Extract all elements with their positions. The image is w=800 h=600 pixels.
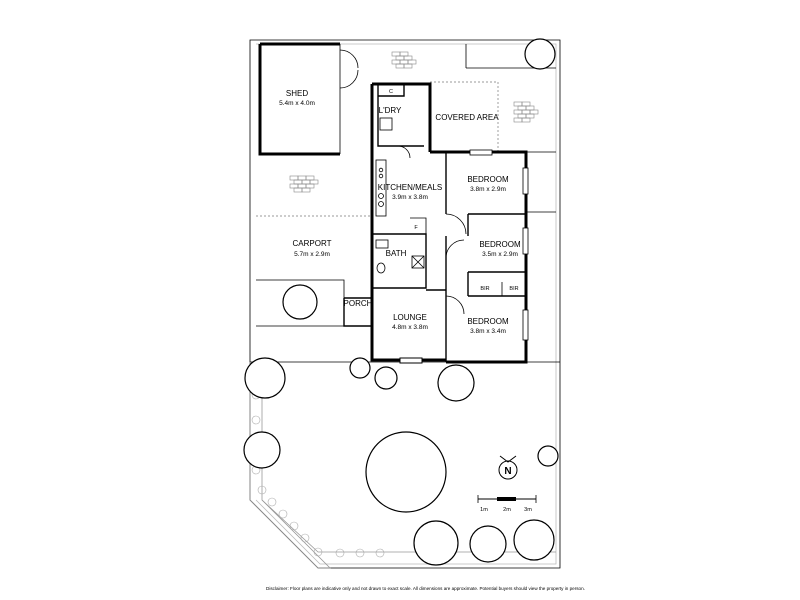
room-name-bedroom-1: BEDROOM xyxy=(467,175,509,184)
scale-bar: 1m 2m 3m xyxy=(477,495,537,513)
paving-symbols xyxy=(289,51,539,193)
scale-label-3: 3m xyxy=(524,507,532,513)
scale-label-2: 2m xyxy=(503,507,511,513)
tree xyxy=(243,431,281,469)
room-name-shed: SHED xyxy=(286,89,308,98)
room-dims-bedroom-3: 3.8m x 3.4m xyxy=(470,328,506,335)
room-name-bath: BATH xyxy=(386,249,407,258)
cupboard-label: C xyxy=(389,89,393,95)
tree xyxy=(349,357,371,379)
tree xyxy=(282,284,318,320)
room-dims-shed: 5.4m x 4.0m xyxy=(279,100,315,107)
fridge-label: F xyxy=(414,225,418,231)
room-dims-kitchen: 3.9m x 3.8m xyxy=(392,194,428,201)
trees xyxy=(243,38,559,566)
bir-label-right: BIR xyxy=(509,286,518,292)
tree xyxy=(413,520,459,566)
carport-lower xyxy=(256,279,345,327)
north-compass: N xyxy=(498,455,518,480)
room-name-laundry: L'DRY xyxy=(379,106,402,115)
tree xyxy=(244,357,286,399)
compass-letter: N xyxy=(504,466,511,477)
tree xyxy=(524,38,556,70)
tree xyxy=(513,519,555,561)
room-dims-bedroom-2: 3.5m x 2.9m xyxy=(482,251,518,258)
bir-label-left: BIR xyxy=(480,286,489,292)
tree xyxy=(469,525,507,563)
tree xyxy=(365,431,447,513)
scale-label-1: 1m xyxy=(480,507,488,513)
room-name-covered-area: COVERED AREA xyxy=(435,113,499,122)
disclaimer-text: Disclaimer: Floor plans are indicative o… xyxy=(266,586,585,591)
room-name-bedroom-3: BEDROOM xyxy=(467,317,509,326)
shed: SHED 5.4m x 4.0m xyxy=(258,42,359,156)
tree xyxy=(437,364,475,402)
house xyxy=(370,82,529,364)
property-boundary-inner xyxy=(255,43,557,565)
room-name-bedroom-2: BEDROOM xyxy=(479,240,521,249)
tree xyxy=(374,366,398,390)
room-name-kitchen: KITCHEN/MEALS xyxy=(378,183,442,192)
room-dims-carport: 5.7m x 2.9m xyxy=(294,251,330,258)
room-name-lounge: LOUNGE xyxy=(393,313,427,322)
room-name-porch: PORCH xyxy=(344,299,373,308)
room-dims-lounge: 4.8m x 3.8m xyxy=(392,324,428,331)
tree xyxy=(537,445,559,467)
room-name-carport: CARPORT xyxy=(293,239,332,248)
room-dims-bedroom-1: 3.8m x 2.9m xyxy=(470,186,506,193)
